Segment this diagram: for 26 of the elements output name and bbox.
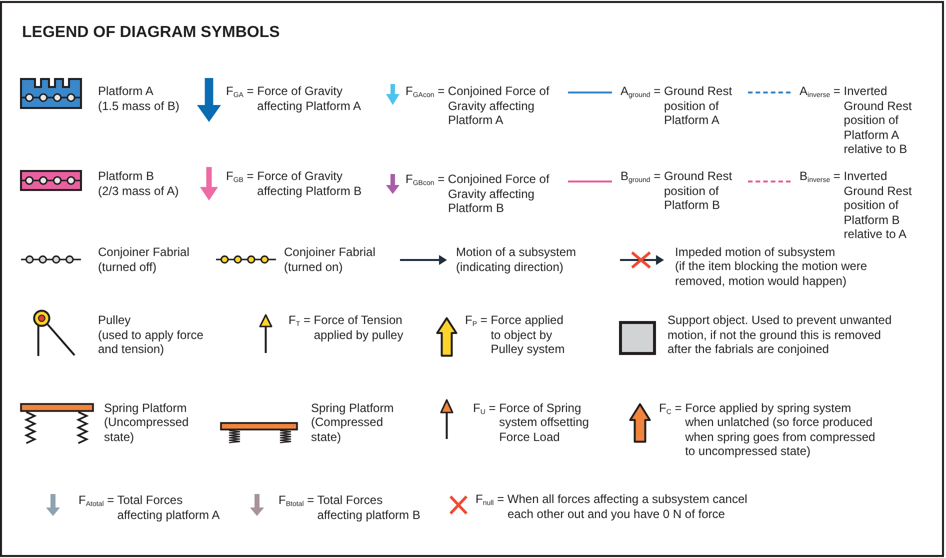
legend-text: F$_{GB}$ = Force of Gravity affecting Platform B [226, 169, 363, 198]
legend-text: Spring Platform (Uncompressed state) [104, 400, 190, 444]
legend-text: A$_{ground}$ = Ground Rest position of Platform A [620, 84, 734, 128]
legend-text: B$_{inverse}$ = Inverted Ground Rest position of Platform B relative to A [800, 169, 912, 242]
legend-text: F$_{T}$ = Force of Tension applied by pulley [288, 313, 404, 342]
legend-text: Spring Platform (Compressed state) [311, 400, 395, 444]
legend-text: F$_{GA}$ = Force of Gravity affecting Platform A [226, 84, 362, 114]
legend-text: B$_{ground}$ = Ground Rest position of Platform B [620, 169, 734, 213]
legend-text: F$_{GAcon}$ = Conjoined Force of Gravity affecting Platform A [406, 84, 550, 128]
legend-text: A$_{inverse}$ = Inverted Ground Rest position of Platform A relative to B [800, 84, 912, 157]
legend-title: LEGEND OF DIAGRAM SYMBOLS [22, 25, 280, 41]
legend-text: Motion of a subsystem (indicating direction) [456, 245, 577, 274]
legend-text: F$_{GBcon}$ = Conjoined Force of Gravity affecting Platform B [406, 172, 550, 216]
legend-text: Support object. Used to prevent unwanted motion, if not the ground this is removed after the fabrials are conjoined [668, 313, 892, 357]
legend-text: Impeded motion of subsystem (if the item blocking the motion were removed, motion would happen) [675, 244, 868, 288]
legend-text: Conjoiner Fabrial (turned off) [98, 245, 190, 274]
legend-text: Pulley (used to apply force and tension) [98, 313, 204, 357]
legend-text: F$_{C}$ = Force applied by spring system when unlatched (so force produced when spring goes from compressed to uncompressed state) [659, 400, 876, 459]
legend-text: F$_{U}$ = Force of Spring system offsetting Force Load [473, 400, 590, 444]
legend-text: F$_{null}$ = When all forces affecting a subsystem cancel each other out and you have 0 N of force [476, 492, 748, 522]
legend-text: F$_{Atotal}$ = Total Forces affecting platform A [78, 493, 220, 522]
legend-text: Platform B (2/3 mass of A) [98, 169, 180, 198]
legend-text: Conjoiner Fabrial (turned on) [284, 245, 376, 274]
legend-text: F$_{P}$ = Force applied to object by Pulley system [465, 313, 566, 357]
legend-text: F$_{Btotal}$ = Total Forces affecting platform B [278, 493, 422, 522]
legend-text: Platform A (1.5 mass of B) [98, 84, 180, 114]
